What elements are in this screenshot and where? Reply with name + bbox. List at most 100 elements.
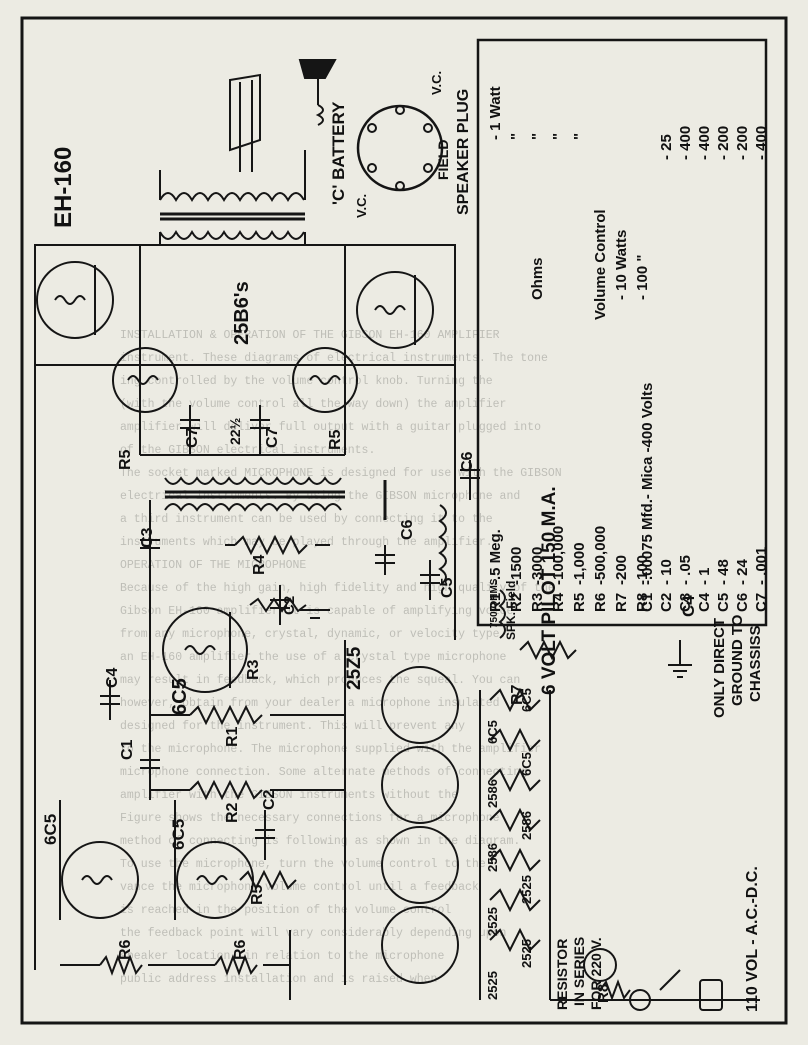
label-r5c: R5 <box>249 884 266 905</box>
background-text-line: an EH-160 amplifier the use of a crystal… <box>120 651 507 664</box>
label-6c5-b: 6C5 <box>169 818 188 850</box>
capacitor-id: C4 <box>696 592 713 612</box>
background-text-line: OPERATION OF THE MICROPHONE <box>120 559 307 572</box>
label-r6a: R6 <box>117 939 134 960</box>
background-text-line: ing controlled by the volume control kno… <box>120 375 493 388</box>
background-text-line: vance the microphone volume control unti… <box>120 881 479 894</box>
label-c4: C4 <box>104 667 121 688</box>
heater-label: 2586 <box>485 843 500 872</box>
capacitor-id: C2 <box>658 592 675 612</box>
capacitor-value: - 48 <box>715 559 732 585</box>
label-c5: C5 <box>439 577 456 598</box>
label-vc-top: V.C. <box>429 70 444 95</box>
label-c7-value: 22½ <box>227 417 243 445</box>
background-text-line: The socket marked MICROPHONE is designed… <box>120 467 562 480</box>
resistor-id: R5 <box>571 592 588 612</box>
label-25z5: 25Z5 <box>344 646 365 690</box>
label-r3: R3 <box>245 659 262 680</box>
label-25b6: 25B6's <box>231 281 253 345</box>
resistor-note: - 100 " <box>634 254 651 300</box>
resistor-note: - 10 Watts <box>613 229 630 300</box>
resistor-value: -500,000 <box>592 525 609 585</box>
background-text-line: To use the microphone, turn the volume c… <box>120 858 486 871</box>
background-text-line: microphone connection. Some alternate me… <box>120 766 528 779</box>
capacitor-volts: - 200 <box>715 125 732 160</box>
background-text-line: INSTALLATION & OPERATION OF THE GIBSON E… <box>120 329 500 342</box>
label-c7b: C7 <box>264 427 281 448</box>
label-c6a: C6 <box>399 519 416 540</box>
heater-label: 2525 <box>485 971 500 1000</box>
background-text-line: instruments which may be played through … <box>120 536 493 549</box>
capacitor-value: - 24 <box>734 559 751 585</box>
background-text-line: Gibson EH-160 amplifier it is capable of… <box>120 605 514 618</box>
background-text-line: instrument. These diagrams of electrical… <box>120 352 548 365</box>
resistor-id: R4 <box>550 592 567 612</box>
capacitor-id: C1 <box>639 592 656 612</box>
background-text-line: may result in feedback, which produces t… <box>120 674 521 687</box>
label-c6b: C6 <box>459 451 476 472</box>
label-c7: C7 <box>184 427 201 448</box>
label-r1: R1 <box>224 726 241 747</box>
capacitor-id: C3 <box>677 592 694 612</box>
resistor-value: -3000 <box>529 546 546 585</box>
label-c3: C3 <box>139 527 156 548</box>
resistor-id: R7 <box>613 592 630 612</box>
label-r4: R4 <box>251 554 268 575</box>
background-text-line: Because of the high gain, high fidelity … <box>120 582 555 595</box>
heater-label: 2525 <box>519 939 534 968</box>
resistor-value: -200 <box>613 554 630 585</box>
watt-rating: " <box>550 132 567 140</box>
heater-label: 6C5 <box>485 720 500 744</box>
capacitor-value: - .05 <box>677 554 694 585</box>
resistor-value: -1,000 <box>571 542 588 585</box>
resistor-id: R6 <box>592 592 609 612</box>
background-text-line: the feedback point will vary considerabl… <box>120 927 507 940</box>
label-speaker-plug: SPEAKER PLUG <box>455 88 472 215</box>
chassis-note-2: GROUND TO <box>729 614 746 706</box>
label-c-battery: 'C' BATTERY <box>329 101 348 205</box>
heater-label: 6C5 <box>519 752 534 776</box>
background-text-line: Figure shows the necessary connections f… <box>120 812 500 825</box>
label-vc-bottom: V.C. <box>354 193 369 218</box>
capacitor-value: - .001 <box>753 546 770 585</box>
chassis-note-1: ONLY DIRECT <box>711 617 728 718</box>
resistor-id: R2 <box>508 592 525 612</box>
background-text-line: speaker location, in relation to the mic… <box>120 950 445 963</box>
watt-rating: - 1 Watt <box>487 86 504 140</box>
heater-label: 2586 <box>485 779 500 808</box>
resistor-note-1: RESISTOR <box>554 938 570 1010</box>
label-c1: C1 <box>119 739 136 760</box>
capacitor-volts: - 400 <box>696 125 713 160</box>
resistor-id: R3 <box>529 592 546 612</box>
background-text-line: to the microphone. The microphone suppli… <box>120 743 541 756</box>
capacitor-id: C6 <box>734 592 751 612</box>
background-text-line: a third instrument can be used by connec… <box>120 513 493 526</box>
watt-rating: " <box>571 132 588 140</box>
capacitor-volts: - 400 <box>753 125 770 160</box>
background-text-line: amplifier will deliver full output with … <box>120 421 541 434</box>
background-text-line: public address installation and is raise… <box>120 973 438 986</box>
resistor-note: Volume Control <box>592 209 609 320</box>
label-c2b: C2 <box>261 789 278 810</box>
label-pilot: 6 VOLT PILOT 150 M.A. <box>539 486 560 695</box>
label-r6b: R6 <box>232 939 249 960</box>
background-text-line: (with the volume control all the way dow… <box>120 398 507 411</box>
chassis-note-3: CHASSISS <box>747 625 764 702</box>
resistor-note-2: IN SERIES <box>571 936 587 1006</box>
parts-list-box <box>476 38 768 627</box>
label-mains: 110 VOL - A.C.-D.C. <box>744 866 761 1012</box>
background-text-line: from any microphone, crystal, dynamic, o… <box>120 628 507 641</box>
resistor-note-3: FOR 220 V. <box>588 937 604 1010</box>
label-field: FIELD <box>435 139 451 180</box>
resistor-value: -100,000 <box>550 525 567 585</box>
resistor-id: R1 <box>487 592 504 612</box>
resistor-value: -1500 <box>508 546 525 585</box>
outer-border <box>20 16 788 1025</box>
label-r2: R2 <box>224 802 241 823</box>
label-r5b: R5 <box>327 429 344 450</box>
label-6c5-top: 6C5 <box>169 678 191 715</box>
background-text-line: amplifier with the GIBSON instruments wi… <box>120 789 459 802</box>
label-6c5-a: 6C5 <box>41 813 60 845</box>
